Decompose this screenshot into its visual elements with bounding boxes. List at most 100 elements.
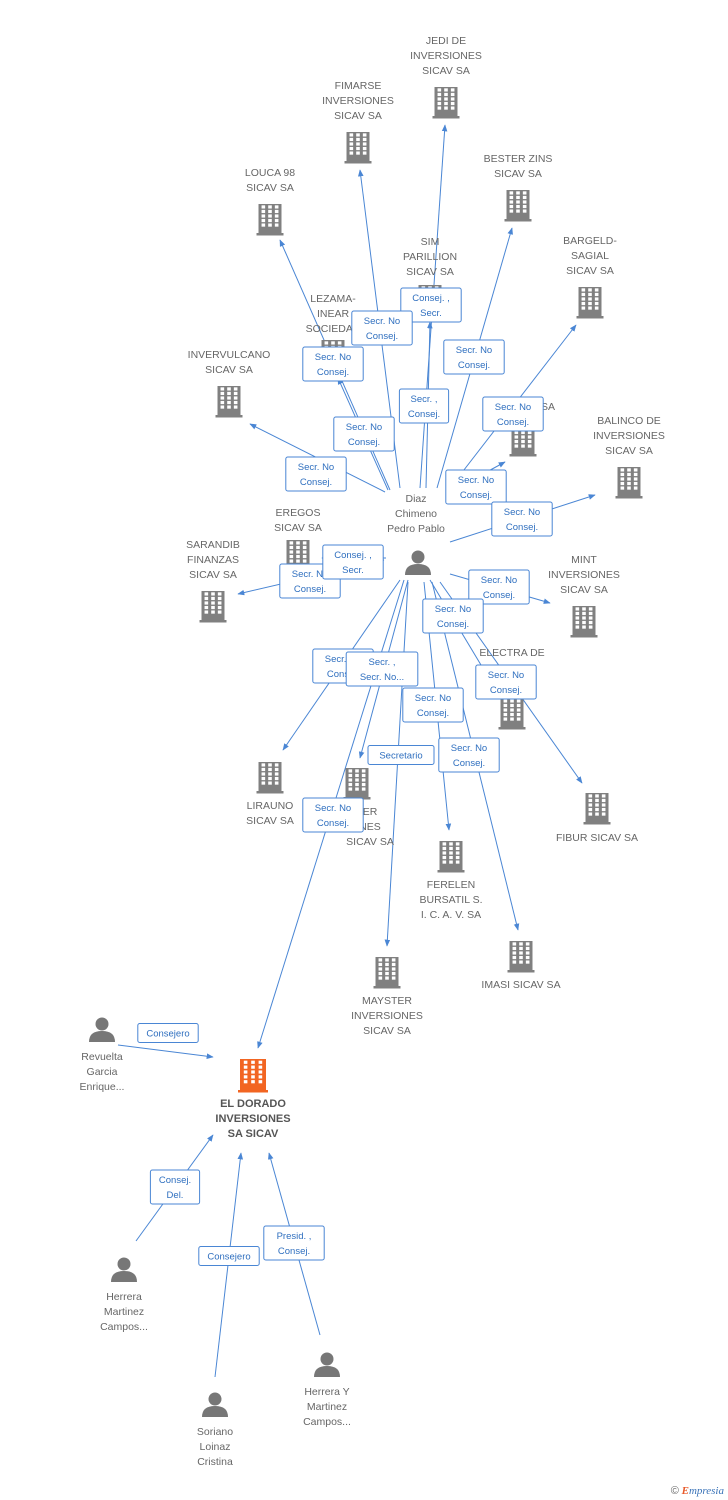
person-icon	[89, 1017, 115, 1042]
edge-label-herrera_m-dorado[interactable]: Consej.Del.	[149, 1169, 201, 1205]
building-icon	[215, 386, 243, 418]
node-label-line: SICAV SA	[346, 836, 394, 848]
edge-label-text: Secr. No	[415, 693, 451, 704]
node-label-line: Cristina	[197, 1456, 233, 1468]
edge-label-text: Consej.	[460, 490, 492, 501]
edge-label-diaz-ferelen[interactable]: Secr. No Consej.	[402, 687, 464, 723]
edge-label-text: Presid. ,	[277, 1231, 312, 1242]
node-label-line: Garcia	[87, 1066, 118, 1078]
edge-label-text: Secr. No	[364, 316, 400, 327]
edge-label-text: Consej.	[159, 1175, 191, 1186]
building-icon	[507, 941, 535, 973]
edge-label-text: Consej.	[294, 584, 326, 595]
edge-label-diaz-imasi[interactable]: Secr. No Consej.	[438, 737, 500, 773]
edge-label-diaz-eregos[interactable]: Consej. ,Secr.	[322, 544, 384, 580]
edge-label-text: Consejero	[207, 1252, 250, 1263]
building-icon	[256, 762, 284, 794]
building-icon	[583, 793, 611, 825]
node-label-line: INVERSIONES	[410, 50, 482, 62]
company-node-hiddensa[interactable]: SA	[509, 401, 556, 457]
node-label-line: LIRAUNO	[247, 800, 294, 812]
edge-label-diaz-sim[interactable]: Secr. ,Consej.	[398, 388, 450, 424]
node-label-line: Pedro Pablo	[387, 523, 445, 535]
edge-label-text: Secr. No	[298, 462, 334, 473]
edge-label-text: Secr. No	[495, 402, 531, 413]
edge-label-soriano-dorado[interactable]: Consejero	[198, 1246, 260, 1266]
person-node-revuelta[interactable]: RevueltaGarciaEnrique...	[80, 1017, 125, 1094]
node-label-line: Revuelta	[81, 1051, 123, 1063]
building-icon	[615, 467, 643, 499]
node-label-line: SICAV SA	[246, 182, 294, 194]
node-label-line: INVERSIONES	[593, 430, 665, 442]
node-label-line: BESTER ZINS	[484, 153, 553, 165]
company-node-bester[interactable]: BESTER ZINS SICAV SA	[484, 153, 553, 222]
building-icon	[504, 190, 532, 222]
edge-label-text: Secr. No	[451, 743, 487, 754]
node-label-line: SA SICAV	[228, 1128, 279, 1140]
edge-label-diaz-bargeld[interactable]: Secr. No Consej.	[482, 396, 544, 432]
company-node-fibur[interactable]: FIBUR SICAV SA	[556, 793, 638, 844]
node-label-line: SICAV SA	[494, 168, 542, 180]
node-label-line: SA	[541, 401, 555, 413]
edge-label-text: Secr. No...	[360, 672, 404, 683]
edge-label-text: Consej.	[497, 417, 529, 428]
node-label-line: SICAV SA	[566, 265, 614, 277]
company-node-electra[interactable]: ELECTRA DE	[479, 647, 545, 730]
edge-label-text: Secr. ,	[411, 394, 438, 405]
person-node-herrera_m[interactable]: HerreraMartinezCampos...	[100, 1257, 148, 1334]
building-icon	[498, 698, 526, 730]
node-label-line: MINT	[571, 554, 597, 566]
node-label-line: EL DORADO	[220, 1098, 286, 1110]
edge-label-text: Consej.	[417, 708, 449, 719]
brand-initial: E	[681, 1485, 689, 1497]
edge-label-text: Consej. ,	[412, 293, 450, 304]
node-label-line: Martinez	[104, 1306, 144, 1318]
empresia-footer[interactable]: © Empresia	[671, 1485, 724, 1497]
person-node-herrera_y[interactable]: Herrera YMartinezCampos...	[303, 1352, 351, 1429]
company-node-imasi[interactable]: IMASI SICAV SA	[481, 941, 561, 991]
node-label-line: Diaz	[405, 493, 426, 505]
edge-label-diaz-xer[interactable]: Secr. ,Secr. No...	[345, 651, 419, 687]
edge-label-herrera_y-dorado[interactable]: Presid. , Consej.	[263, 1225, 325, 1261]
edge-label-text: Secr. No	[346, 422, 382, 433]
edge-label-text: Consej.	[278, 1246, 310, 1257]
edge-label-diaz-jedi[interactable]: Consej. ,Secr.	[400, 287, 462, 323]
edge-label-revuelta-dorado[interactable]: Consejero	[137, 1023, 199, 1043]
person-icon	[202, 1392, 228, 1417]
node-label-line: INEAR	[317, 308, 350, 320]
node-label-line: Herrera Y	[304, 1386, 349, 1398]
edge-label-text: Consej.	[453, 758, 485, 769]
node-label-line: SICAV SA	[406, 266, 454, 278]
edge-label-diaz-mayster[interactable]: Secretario	[367, 745, 435, 765]
building-icon	[343, 768, 371, 800]
edge-label-text: Consej.	[327, 669, 359, 680]
edge-label-text: Secr. No	[292, 569, 328, 580]
